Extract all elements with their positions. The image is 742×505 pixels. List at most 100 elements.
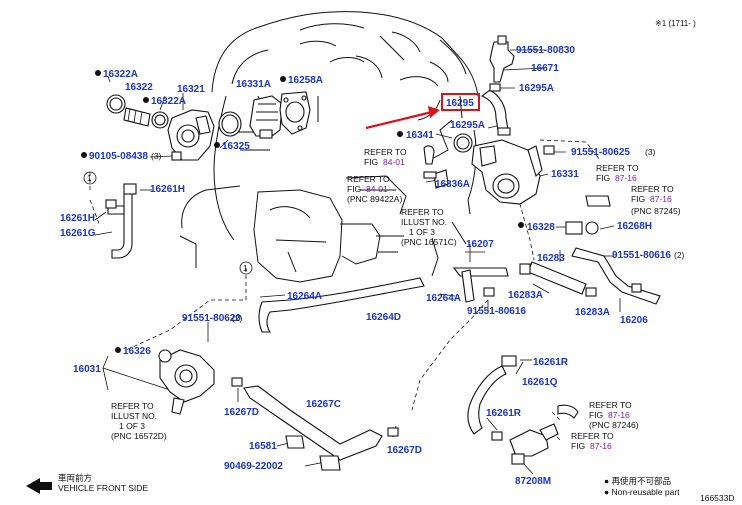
ref-illust-1of3-line1: REFER TO bbox=[401, 207, 444, 217]
label-16331A[interactable]: 16331A bbox=[236, 79, 271, 90]
label-91551-80830[interactable]: 91551-80830 bbox=[516, 45, 575, 56]
label-16261H-b[interactable]: 16261H bbox=[60, 213, 95, 224]
part-16261G-hose bbox=[105, 183, 137, 259]
label-16322A-a[interactable]: 16322A bbox=[103, 69, 138, 80]
label-16328[interactable]: 16328 bbox=[527, 222, 555, 233]
legend-en: ● Non-reusable part bbox=[604, 487, 680, 497]
nonreusable-dot bbox=[518, 222, 524, 228]
ref-illust-16572D-line3: 1 OF 3 bbox=[119, 421, 145, 431]
part-16325-gasket bbox=[218, 111, 242, 137]
reference-notes: REFER TO FIG 84-01 REFER TO FIG 84-01 (P… bbox=[111, 147, 681, 451]
part-16322-pipe bbox=[123, 107, 151, 127]
ref-87-16-c-fig[interactable]: 87-16 bbox=[608, 410, 630, 420]
label-16264A-a[interactable]: 16264A bbox=[287, 291, 322, 302]
part-91551-80625-bolt bbox=[543, 145, 555, 155]
label-16031[interactable]: 16031 bbox=[73, 364, 101, 375]
ref-87-16-b-line1: REFER TO bbox=[631, 184, 674, 194]
label-16261G[interactable]: 16261G bbox=[60, 228, 96, 239]
ref-illust-1of3-line3: 1 OF 3 bbox=[409, 227, 435, 237]
label-16206[interactable]: 16206 bbox=[620, 315, 648, 326]
label-16283[interactable]: 16283 bbox=[537, 253, 565, 264]
ref-87-16-b-fig[interactable]: 87-16 bbox=[650, 194, 672, 204]
ref-87-16-d-fig[interactable]: 87-16 bbox=[590, 441, 612, 451]
label-16321[interactable]: 16321 bbox=[177, 84, 205, 95]
part-16267C-hose bbox=[243, 385, 383, 461]
label-16295A-mid[interactable]: 16295A bbox=[450, 120, 485, 131]
connector-84-01-a bbox=[423, 145, 435, 165]
ref-87-16-a-fig[interactable]: 87-16 bbox=[615, 173, 637, 183]
label-16268H[interactable]: 16268H bbox=[617, 221, 652, 232]
label-16261H-a[interactable]: 16261H bbox=[150, 184, 185, 195]
label-16325[interactable]: 16325 bbox=[222, 141, 250, 152]
ref-87-16-d-line2: FIG bbox=[571, 441, 585, 451]
label-16261R-a[interactable]: 16261R bbox=[533, 357, 569, 368]
label-16264D[interactable]: 16264D bbox=[366, 312, 401, 323]
part-91551-80616-right bbox=[631, 283, 642, 293]
label-16283A-a[interactable]: 16283A bbox=[508, 290, 543, 301]
connector-87-16-b bbox=[557, 404, 579, 419]
part-16336A-sensor bbox=[423, 169, 449, 189]
label-16207[interactable]: 16207 bbox=[466, 239, 494, 250]
label-16258A[interactable]: 16258A bbox=[288, 75, 323, 86]
part-16295-hose bbox=[480, 83, 511, 136]
label-90469-22002[interactable]: 90469-22002 bbox=[224, 461, 283, 472]
ref-84-01-b-fig[interactable]: 84-01 bbox=[366, 184, 388, 194]
label-16267D-b[interactable]: 16267D bbox=[387, 445, 422, 456]
part-16258A-gasket bbox=[279, 91, 311, 135]
nonreusable-dot bbox=[397, 131, 403, 137]
applicability-note: ※1 (1711- ) bbox=[655, 19, 696, 28]
label-16264A-b[interactable]: 16264A bbox=[426, 293, 461, 304]
label-91551-80616-right[interactable]: 91551-80616 bbox=[612, 250, 671, 261]
label-16326[interactable]: 16326 bbox=[123, 346, 151, 357]
label-16322[interactable]: 16322 bbox=[125, 82, 153, 93]
part-91551-80616-center bbox=[483, 287, 495, 297]
label-16295A-top[interactable]: 16295A bbox=[519, 83, 554, 94]
ref-87-16-d-line1: REFER TO bbox=[571, 431, 614, 441]
part-16264D-hose bbox=[258, 277, 425, 333]
svg-text:1: 1 bbox=[87, 174, 92, 183]
ref-84-01-a-line2: FIG bbox=[364, 157, 378, 167]
ref-illust-1of3-line2[interactable]: ILLUST NO. bbox=[401, 217, 447, 227]
ref-87-16-a-line1: REFER TO bbox=[596, 163, 639, 173]
ref-illust-16572D-line2[interactable]: ILLUST NO. bbox=[111, 411, 157, 421]
label-16267C[interactable]: 16267C bbox=[306, 399, 341, 410]
ref-illust-16572D-pnc: (PNC 16572D) bbox=[111, 431, 167, 441]
ref-84-01-b-pnc: (PNC 89422A) bbox=[347, 194, 402, 204]
label-87208M[interactable]: 87208M bbox=[515, 476, 551, 487]
label-16283A-b[interactable]: 16283A bbox=[575, 307, 610, 318]
ref-87-16-b-line2: FIG bbox=[631, 194, 645, 204]
arrow-left-icon bbox=[26, 478, 52, 494]
label-91551-80620[interactable]: 91551-80620 bbox=[182, 313, 241, 324]
part-90105-08438-bolt bbox=[171, 151, 182, 161]
nonreusable-dot bbox=[143, 97, 149, 103]
label-91551-80616-right-qty: (2) bbox=[674, 250, 685, 260]
svg-text:1: 1 bbox=[243, 264, 248, 273]
part-16267D-clamps bbox=[231, 377, 399, 437]
label-16331[interactable]: 16331 bbox=[551, 169, 579, 180]
label-16295[interactable]: 16295 bbox=[446, 98, 474, 109]
nonreusable-dot bbox=[95, 70, 101, 76]
label-16581[interactable]: 16581 bbox=[249, 441, 277, 452]
label-90105-08438[interactable]: 90105-08438 bbox=[89, 151, 148, 162]
legend-jp: ● 再使用不可部品 bbox=[604, 476, 671, 486]
part-16283-hose bbox=[519, 261, 597, 297]
label-91551-80616-center[interactable]: 91551-80616 bbox=[467, 306, 526, 317]
ref-87-16-a-line2: FIG bbox=[596, 173, 610, 183]
label-16336A[interactable]: 16336A bbox=[435, 179, 470, 190]
ref-84-01-a-fig[interactable]: 84-01 bbox=[383, 157, 405, 167]
label-16671[interactable]: 16671 bbox=[531, 63, 559, 74]
label-16341[interactable]: 16341 bbox=[406, 130, 434, 141]
part-16341-gasket bbox=[453, 133, 473, 153]
part-labels: 91551-80830 16671 16295A 16295 16295A 16… bbox=[60, 45, 685, 487]
label-16322A-b[interactable]: 16322A bbox=[151, 96, 186, 107]
nonreusable-dot bbox=[115, 347, 121, 353]
highlight-callout bbox=[365, 93, 480, 130]
part-16322A-orings bbox=[106, 94, 169, 129]
part-16326-gasket bbox=[158, 349, 172, 363]
label-16267D-a[interactable]: 16267D bbox=[224, 407, 259, 418]
ref-84-01-b-line2: FIG bbox=[347, 184, 361, 194]
label-91551-80625[interactable]: 91551-80625 bbox=[571, 147, 630, 158]
label-16261Q[interactable]: 16261Q bbox=[522, 377, 558, 388]
label-16261R-b[interactable]: 16261R bbox=[486, 408, 522, 419]
